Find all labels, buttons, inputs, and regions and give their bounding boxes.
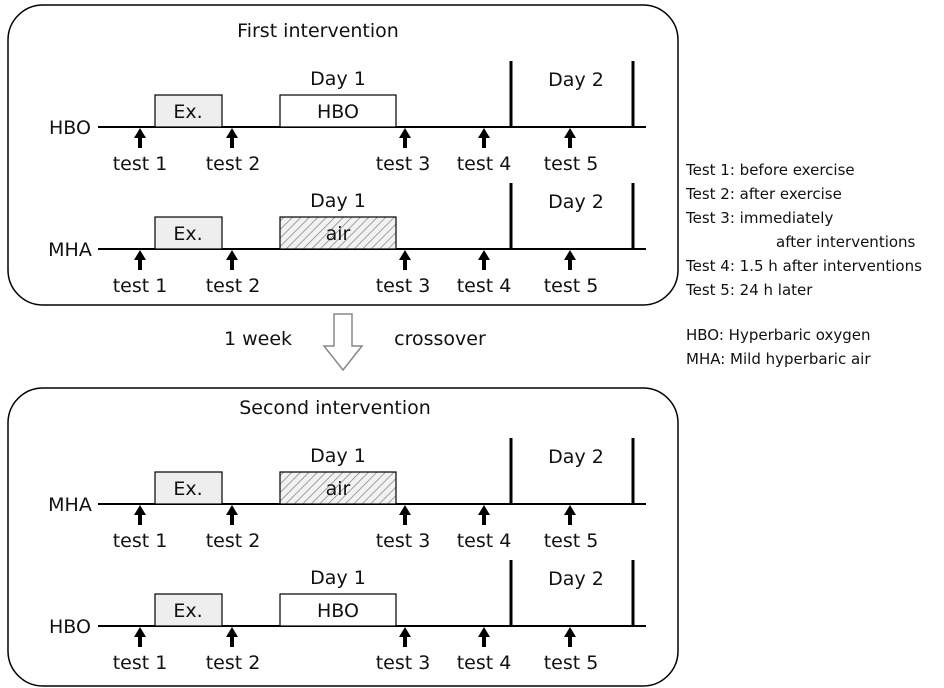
intervention-1-row-1-test-1-label: test 1 <box>113 153 168 175</box>
intervention-1-row-2-treatment-box <box>279 216 397 250</box>
intervention-2-row-2-test-3-arrow <box>399 627 411 647</box>
intervention-1-row-2-test-4-label: test 4 <box>457 275 512 297</box>
intervention-1-row-1-day-1-label: Day 1 <box>310 68 366 90</box>
intervention-2-row-2-treatment-box <box>279 593 397 627</box>
intervention-2-row-1-test-5-label: test 5 <box>544 530 599 552</box>
intervention-1-row-2-test-1-arrow <box>134 250 146 270</box>
intervention-2-row-1-test-2-label: test 2 <box>206 530 261 552</box>
intervention-1-row-2-test-2-label: test 2 <box>206 275 261 297</box>
intervention-1-row-1-exercise-label: Ex. <box>173 101 202 123</box>
intervention-2-row-1-exercise-box <box>154 471 223 505</box>
intervention-2-row-1-test-2-arrow <box>226 505 238 525</box>
intervention-2-row-2-day-2-label: Day 2 <box>548 568 604 590</box>
intervention-2-row-1-test-5-arrow <box>564 505 576 525</box>
crossover-down-arrow <box>322 313 364 372</box>
intervention-1-row-2-group-label: MHA <box>48 239 92 261</box>
intervention-2-row-1-test-1-arrow <box>134 505 146 525</box>
transition-crossover-label: crossover <box>394 328 486 350</box>
intervention-2-row-2-test-1-arrow <box>134 627 146 647</box>
intervention-2-row-1-test-4-label: test 4 <box>457 530 512 552</box>
legend-test-2: Test 2: after exercise <box>686 185 842 203</box>
intervention-2-row-2-test-2-label: test 2 <box>206 652 261 674</box>
intervention-2-row-2-treatment-label: HBO <box>317 600 359 622</box>
first-intervention-title: First intervention <box>237 20 399 42</box>
legend-test-3: Test 3: immediately <box>686 209 834 227</box>
second-intervention-panel <box>7 387 679 687</box>
intervention-2-row-1-exercise-label: Ex. <box>173 478 202 500</box>
intervention-2-row-1-test-4-arrow <box>478 505 490 525</box>
intervention-1-row-1-test-5-label: test 5 <box>544 153 599 175</box>
legend-test-4: Test 4: 1.5 h after interventions <box>686 257 922 275</box>
intervention-1-row-2-test-5-arrow <box>564 250 576 270</box>
intervention-1-row-1-exercise-box <box>154 94 223 128</box>
intervention-1-row-1-test-5-arrow <box>564 128 576 148</box>
timeline-rows: HBO Day 1 Day 2 Ex. HBO test 1 test 2 test 3 tes… <box>48 61 646 674</box>
legend-test-1: Test 1: before exercise <box>686 161 855 179</box>
first-intervention-panel <box>7 4 679 306</box>
intervention-2-row-2-test-5-label: test 5 <box>544 652 599 674</box>
legend-hbo: HBO: Hyperbaric oxygen <box>686 326 871 344</box>
legend-test-3-continued: after interventions <box>776 233 916 251</box>
intervention-1-row-1-test-1-arrow <box>134 128 146 148</box>
intervention-2-row-2-exercise-box <box>154 593 223 627</box>
intervention-1-row-1-test-4-label: test 4 <box>457 153 512 175</box>
intervention-2-row-2-test-2-arrow <box>226 627 238 647</box>
intervention-2-row-2-test-3-label: test 3 <box>376 652 431 674</box>
intervention-1-row-1-treatment-label: HBO <box>317 101 359 123</box>
intervention-1-row-2-test-1-label: test 1 <box>113 275 168 297</box>
transition-week-label: 1 week <box>224 328 292 350</box>
intervention-1-row-2-treatment-label: air <box>326 223 351 245</box>
intervention-2-row-1-treatment-label: air <box>326 478 351 500</box>
intervention-1-row-2-test-3-arrow <box>399 250 411 270</box>
intervention-1-row-2-day-1-label: Day 1 <box>310 190 366 212</box>
intervention-1-row-2-day-2-label: Day 2 <box>548 191 604 213</box>
intervention-2-row-1-test-1-label: test 1 <box>113 530 168 552</box>
intervention-1-row-2-exercise-box <box>154 216 223 250</box>
intervention-1-row-2-test-4-arrow <box>478 250 490 270</box>
intervention-2-row-1-treatment-box <box>279 471 397 505</box>
intervention-1-row-2-test-2-arrow <box>226 250 238 270</box>
intervention-2-row-1-day-1-label: Day 1 <box>310 445 366 467</box>
intervention-1-row-1-test-3-arrow <box>399 128 411 148</box>
intervention-1-row-1-test-4-arrow <box>478 128 490 148</box>
intervention-2-row-1-group-label: MHA <box>48 494 92 516</box>
intervention-1-row-1-treatment-box <box>279 94 397 128</box>
test-legend: Test 1: before exercise Test 2: after ex… <box>686 158 922 302</box>
second-intervention-title: Second intervention <box>239 397 431 419</box>
intervention-2-row-2-group-label: HBO <box>49 616 91 638</box>
intervention-2-row-2-exercise-label: Ex. <box>173 600 202 622</box>
abbreviation-legend: HBO: Hyperbaric oxygen MHA: Mild hyperba… <box>686 323 871 371</box>
intervention-2-row-2-test-1-label: test 1 <box>113 652 168 674</box>
intervention-2-row-1-day-2-label: Day 2 <box>548 446 604 468</box>
intervention-1-row-2-test-3-label: test 3 <box>376 275 431 297</box>
intervention-2-row-2-test-4-arrow <box>478 627 490 647</box>
intervention-1-row-1-day-2-label: Day 2 <box>548 69 604 91</box>
intervention-2-row-2-test-5-arrow <box>564 627 576 647</box>
intervention-1-row-1-test-2-label: test 2 <box>206 153 261 175</box>
legend-test-5: Test 5: 24 h later <box>686 281 813 299</box>
intervention-1-row-1-group-label: HBO <box>49 117 91 139</box>
intervention-1-row-2-exercise-label: Ex. <box>173 223 202 245</box>
intervention-2-row-2-day-1-label: Day 1 <box>310 567 366 589</box>
legend-mha: MHA: Mild hyperbaric air <box>686 350 871 368</box>
intervention-2-row-1-test-3-label: test 3 <box>376 530 431 552</box>
intervention-1-row-1-test-2-arrow <box>226 128 238 148</box>
intervention-2-row-1-test-3-arrow <box>399 505 411 525</box>
intervention-2-row-2-test-4-label: test 4 <box>457 652 512 674</box>
intervention-1-row-2-test-5-label: test 5 <box>544 275 599 297</box>
intervention-1-row-1-test-3-label: test 3 <box>376 153 431 175</box>
